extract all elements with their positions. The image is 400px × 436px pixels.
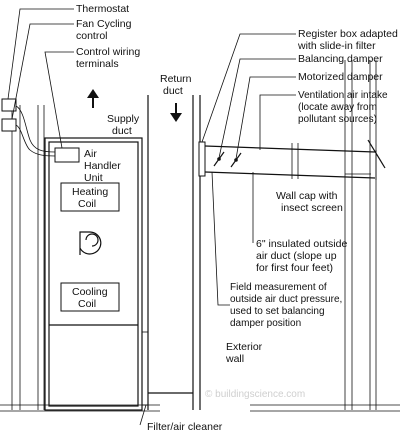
heating-coil-label-line1: Heating — [72, 186, 108, 198]
air-handler-label-line2: Handler — [84, 160, 121, 172]
leader-lines — [7, 8, 371, 426]
motorized-damper-label: Motorized damper — [298, 71, 383, 83]
fan-cycling-label-line1: Fan Cycling — [76, 18, 132, 30]
up-arrow-icon — [87, 89, 99, 108]
insulated-duct-label-line2: air duct (slope up — [256, 250, 337, 262]
exterior-wall-framing — [250, 60, 400, 412]
blower-fan-icon — [79, 231, 102, 255]
cooling-coil-label-line2: Coil — [78, 298, 96, 310]
watermark: © buildingscience.com — [205, 389, 305, 400]
interior-wall-framing — [0, 105, 160, 412]
heating-coil-label-line2: Coil — [78, 198, 96, 210]
return-duct — [147, 95, 201, 410]
thermostat-label: Thermostat — [76, 3, 129, 15]
fan-cycling-box — [1, 118, 17, 132]
cooling-coil-box — [60, 282, 120, 312]
air-handler-cabinet — [44, 137, 149, 411]
vent-intake-label-line2: (locate away from — [298, 102, 377, 113]
fan-cycling-label-line2: control — [76, 30, 108, 42]
field-measurement-label-line2: outside air duct pressure, — [230, 294, 342, 305]
control-wiring-label-line2: terminals — [76, 58, 119, 70]
field-measurement-label-line4: damper position — [230, 318, 301, 329]
control-wiring-label-line1: Control wiring — [76, 46, 140, 58]
thermostat-box — [1, 98, 17, 112]
supply-duct-label-line2: duct — [112, 125, 132, 137]
wall-controls — [1, 98, 56, 157]
wall-cap-label-line2: insect screen — [281, 202, 343, 214]
motorized-damper-icon — [230, 152, 242, 168]
filter-cleaner-label: Filter/air cleaner — [147, 421, 223, 433]
insulated-duct-label-line1: 6" insulated outside — [256, 238, 347, 250]
return-duct-label-line2: duct — [163, 85, 183, 97]
insulated-duct-label-line3: for first four feet) — [256, 262, 333, 274]
heating-coil-box — [60, 182, 120, 212]
register-box-label-line1: Register box adapted — [298, 28, 398, 40]
wall-cap-label-line1: Wall cap with — [276, 190, 338, 202]
register-box-label-line2: with slide-in filter — [297, 40, 376, 52]
exterior-wall-label-line2: wall — [225, 353, 244, 365]
vent-intake-label-line3: pollutant sources) — [298, 114, 377, 125]
balancing-damper-label: Balancing damper — [298, 53, 383, 65]
return-duct-label-line1: Return — [160, 73, 192, 85]
air-handler-label-line3: Unit — [84, 172, 103, 184]
supply-duct-label-line1: Supply — [107, 113, 140, 125]
down-arrow-icon — [170, 103, 182, 122]
field-measurement-label-line1: Field measurement of — [230, 282, 327, 293]
balancing-damper-icon — [213, 151, 225, 167]
air-handler-label-line1: Air — [84, 148, 97, 160]
vent-intake-label-line1: Ventilation air intake — [298, 90, 388, 101]
cooling-coil-label-line1: Cooling — [72, 286, 108, 298]
field-measurement-label-line3: used to set balancing — [230, 306, 325, 317]
exterior-wall-label-line1: Exterior — [226, 341, 263, 353]
